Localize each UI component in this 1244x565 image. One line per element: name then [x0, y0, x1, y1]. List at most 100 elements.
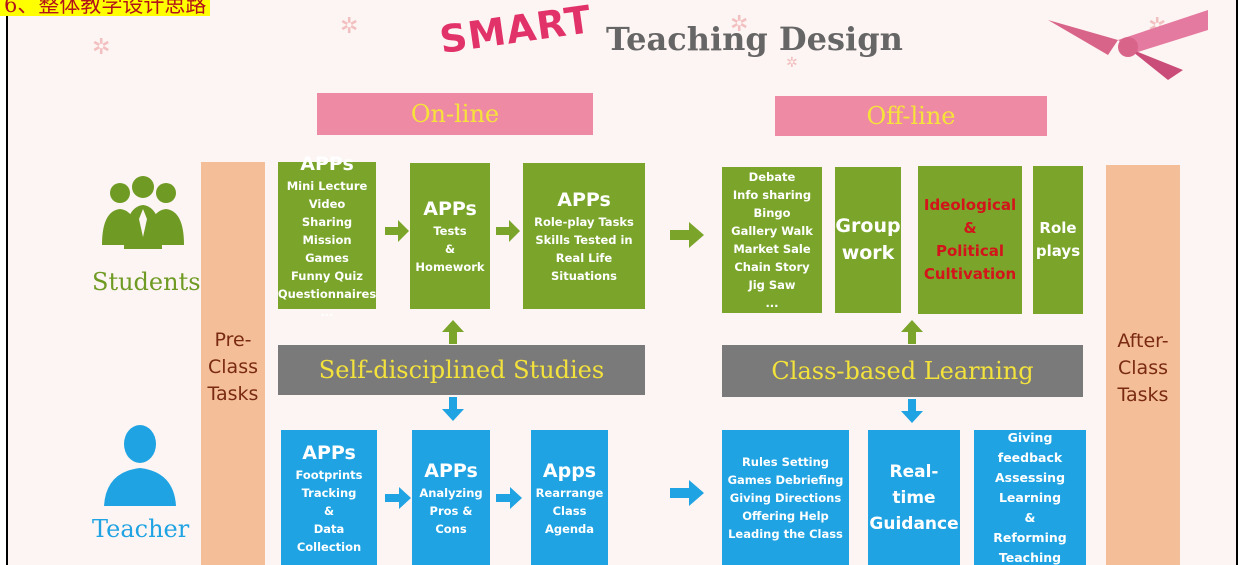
box-line: Tracking [301, 485, 357, 500]
box-line: Skills Tested in [535, 233, 633, 247]
box-line: Offering Help [742, 508, 829, 523]
box-line: Questionnaires [277, 286, 377, 301]
left-border [6, 0, 8, 565]
pre-class-line: Class [208, 355, 258, 378]
box-line: ... [320, 304, 334, 319]
smart-logo: SMART [436, 0, 595, 62]
students-label: Students [92, 268, 201, 296]
star-decoration-icon: ✲ [786, 55, 798, 71]
box-line: & [1024, 509, 1036, 525]
box-line: work [841, 242, 895, 264]
box-line: Leading the Class [728, 526, 843, 541]
box-line: Bingo [753, 206, 791, 220]
down-arrow-icon [901, 399, 923, 423]
right-arrow-icon [496, 487, 522, 509]
right-arrow-icon [385, 220, 409, 242]
self-disciplined-studies-band: Self-disciplined Studies [278, 345, 645, 395]
box-line: Funny Quiz [291, 268, 363, 283]
box-line: Mini Lecture [286, 178, 368, 193]
after-class-line: Tasks [1117, 384, 1169, 406]
section-heading: 6、整体教学设计思路 [0, 0, 211, 16]
box-line: Cultivation [923, 265, 1017, 283]
box-line: ... [765, 296, 779, 310]
box-line: Role-play Tasks [534, 215, 634, 229]
teacher-apps-box-1: APPs Footprints Tracking & Data Collecti… [281, 430, 377, 565]
box-line: Games Debriefing [727, 472, 844, 487]
pre-class-tasks-column: Pre- Class Tasks [201, 162, 265, 565]
box-line: Collection [296, 539, 362, 554]
student-apps-box-2: APPs Tests & Homework [410, 163, 490, 309]
after-class-line: After- [1117, 330, 1169, 352]
student-apps-box-3: APPs Role-play Tasks Skills Tested in Re… [523, 163, 645, 309]
ideological-political-box: Ideological & Political Cultivation [918, 166, 1022, 314]
pre-class-line: Pre- [214, 328, 252, 351]
class-based-learning-band: Class-based Learning [722, 345, 1083, 397]
box-line: Jig Saw [748, 278, 796, 292]
teacher-class-activities-box: Rules Setting Games Debriefing Giving Di… [722, 430, 849, 565]
box-line: & [323, 503, 335, 518]
group-work-box: Group work [835, 167, 901, 313]
teacher-apps-box-2: APPs Analyzing Pros & Cons [412, 430, 490, 565]
box-line: Reforming [993, 529, 1067, 545]
box-line: Real Life Situations [550, 251, 618, 283]
apps-title: Apps [542, 459, 597, 482]
after-class-tasks-column: After- Class Tasks [1106, 165, 1180, 565]
box-line: & [963, 219, 977, 237]
box-line: Class [552, 503, 587, 518]
box-line: Real-time [889, 461, 939, 508]
slide: ✲ ✲ ✲ ✲ ✲ SMART Teaching Design On-line … [8, 0, 1236, 565]
box-line: Role [1039, 219, 1077, 237]
apps-title: APPs [300, 152, 354, 175]
teacher-label: Teacher [92, 515, 190, 543]
box-line: Assessing [994, 469, 1066, 485]
students-group-icon [102, 176, 184, 249]
ribbon-bow-icon [1048, 10, 1208, 80]
diagram-title: Teaching Design [606, 20, 903, 58]
box-line: Mission Games [302, 232, 352, 265]
box-line: Analyzing [419, 485, 483, 500]
star-decoration-icon: ✲ [92, 35, 111, 60]
right-border [1236, 0, 1238, 565]
apps-title: APPs [423, 198, 477, 220]
apps-title: APPs [424, 459, 478, 482]
right-arrow-icon [385, 487, 411, 509]
up-arrow-icon [901, 320, 923, 344]
box-line: Footprints [295, 467, 363, 482]
up-arrow-icon [442, 320, 464, 344]
pre-class-line: Tasks [207, 382, 259, 405]
right-arrow-icon [496, 220, 520, 242]
student-activities-box: Debate Info sharing Bingo Gallery Walk M… [722, 167, 822, 313]
real-time-guidance-box: Real-time Guidance [868, 430, 960, 565]
box-line: Chain Story [734, 260, 810, 274]
box-line: Group [835, 215, 901, 237]
star-decoration-icon: ✲ [730, 12, 749, 37]
down-arrow-icon [442, 397, 464, 421]
box-line: Guidance [869, 513, 959, 534]
box-line: & [444, 242, 456, 256]
box-line: Homework [415, 260, 485, 274]
teacher-apps-box-3: Apps Rearrange Class Agenda [531, 430, 608, 565]
box-line: Ideological [923, 196, 1017, 214]
right-arrow-icon [670, 480, 704, 506]
box-line: Giving Directions [729, 490, 842, 505]
box-line: plays [1035, 242, 1081, 260]
teacher-person-icon [104, 425, 176, 506]
apps-title: APPs [302, 441, 356, 464]
box-line: Tests [433, 224, 467, 238]
box-line: Agenda [544, 521, 595, 536]
online-banner: On-line [317, 93, 593, 135]
apps-title: APPs [557, 189, 611, 211]
offline-banner: Off-line [775, 96, 1047, 136]
box-line: Video Sharing [301, 196, 353, 229]
box-line: Info sharing [732, 188, 812, 202]
box-line: Giving feedback [997, 429, 1063, 465]
box-line: Teaching [998, 549, 1062, 565]
star-decoration-icon: ✲ [340, 14, 359, 39]
box-line: Debate [748, 170, 796, 184]
box-line: Rearrange [535, 485, 604, 500]
box-line: Political [935, 242, 1005, 260]
box-line: Data [313, 521, 345, 536]
box-line: Rules Setting [741, 454, 830, 469]
student-apps-box-1: APPs Mini Lecture Video Sharing Mission … [277, 153, 377, 319]
